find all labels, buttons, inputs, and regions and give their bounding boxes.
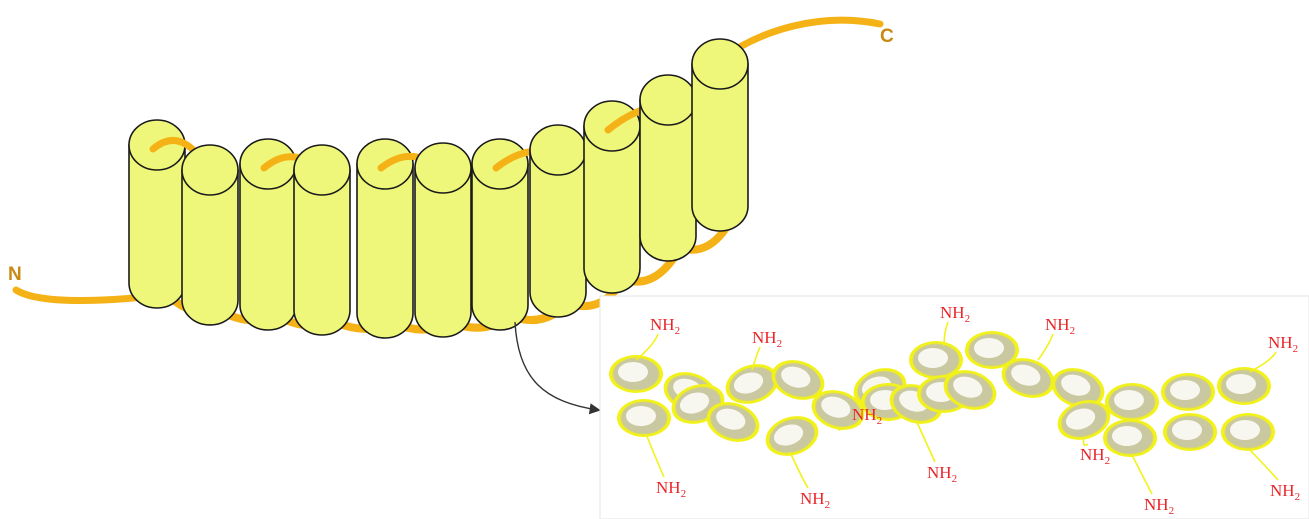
n-terminus-label: N [8, 264, 22, 285]
zoom-arrow [515, 322, 598, 410]
helix-cylinder [640, 75, 696, 261]
chain-bead [609, 355, 663, 393]
chain-bead [1163, 413, 1217, 451]
chain-bead [1221, 413, 1275, 451]
chain-bead [1103, 419, 1157, 457]
c-terminus-label: C [880, 26, 894, 47]
chain-bead [1217, 367, 1271, 405]
helix-cylinder [182, 145, 238, 325]
chain-bead [1105, 383, 1159, 421]
chain-bead [1161, 373, 1215, 411]
helix-cylinder [530, 125, 586, 317]
helix-cylinder [692, 39, 748, 231]
helix-bundle [129, 39, 748, 338]
helix-cylinder [294, 145, 350, 335]
helix-cylinder [415, 143, 471, 337]
chain-bead [617, 399, 671, 437]
